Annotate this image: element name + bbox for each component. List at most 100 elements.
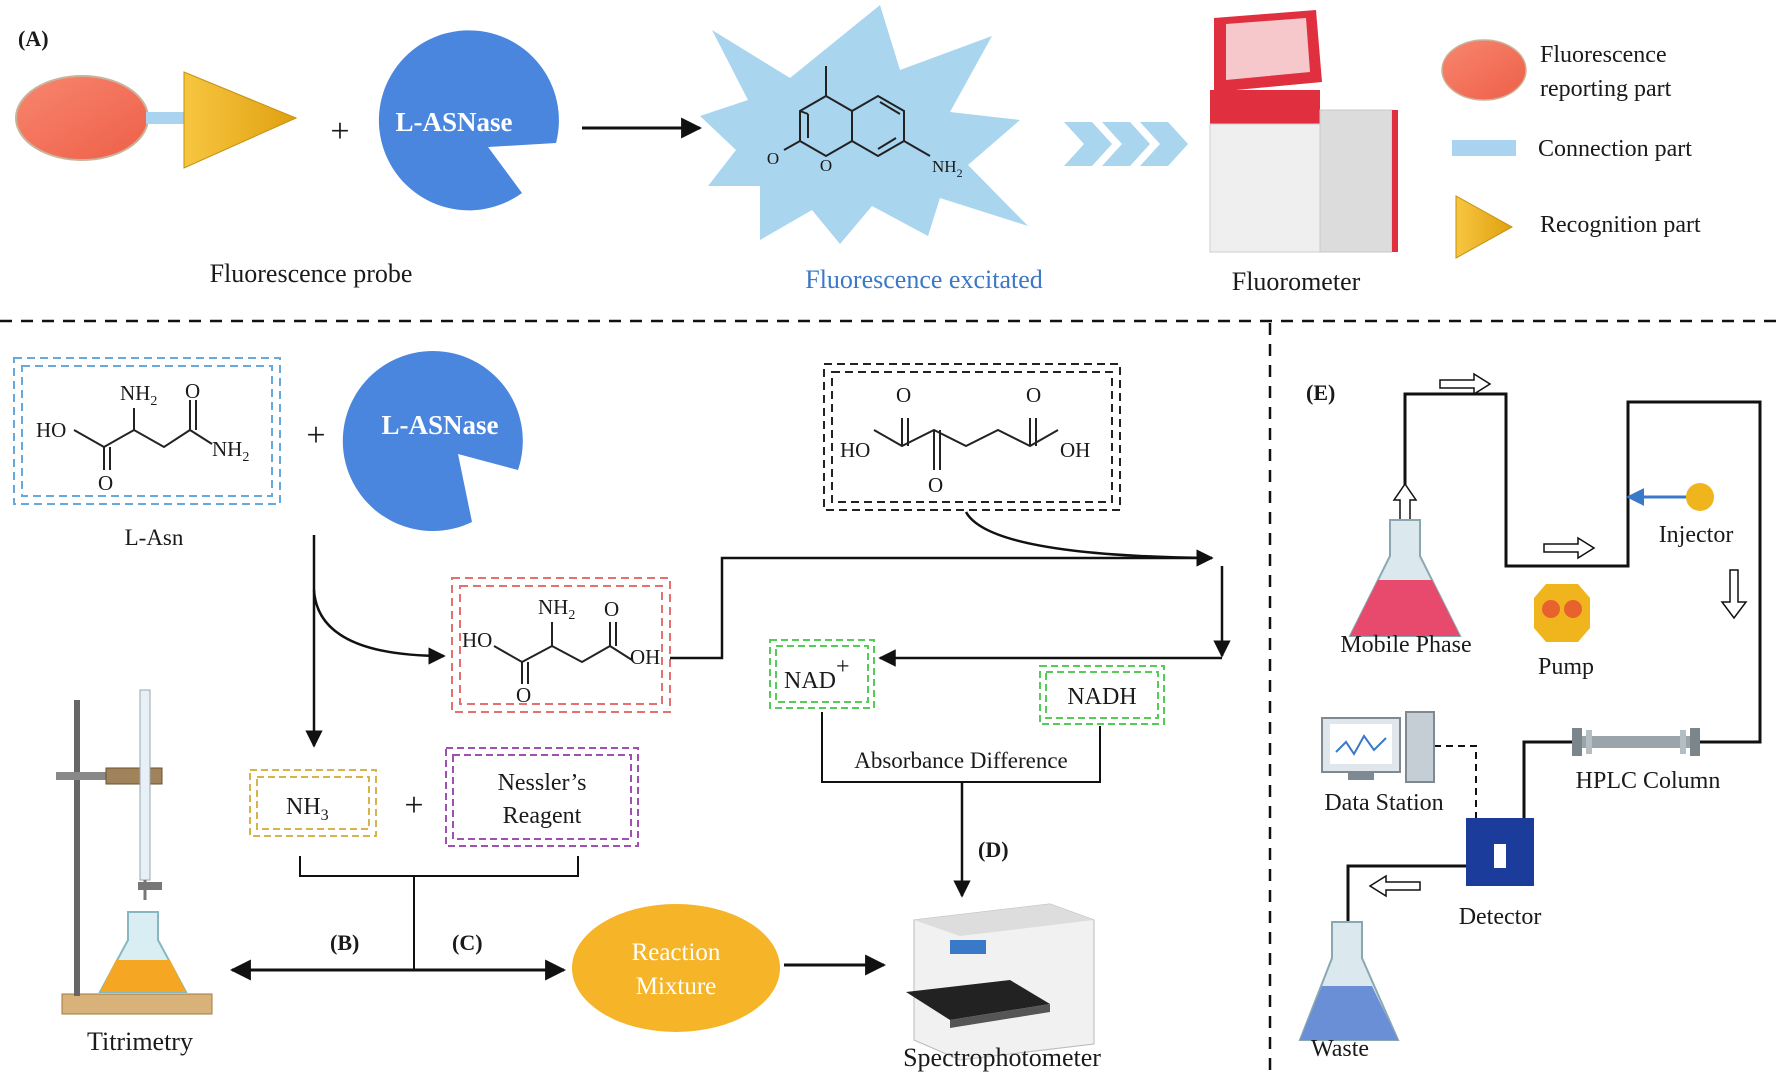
data-cable <box>1434 745 1477 840</box>
panel-label-c: (C) <box>452 930 483 955</box>
fluorometer-caption: Fluorometer <box>1232 267 1361 296</box>
nadh-label: NADH <box>1067 684 1136 710</box>
pump-label: Pump <box>1538 654 1594 680</box>
aspartate-box-outer <box>451 577 671 713</box>
l-asn-amide: NH2 <box>212 437 249 465</box>
aspartate-oh: OH <box>630 645 660 669</box>
chevron-arrows-icon <box>1064 122 1188 166</box>
reaction-mixture-label-2: Mixture <box>636 973 717 1000</box>
l-asn-o-bottom: O <box>98 471 113 495</box>
waste-label: Waste <box>1311 1036 1369 1062</box>
nessler-box-outer <box>445 747 639 847</box>
aspartate-ho: HO <box>462 628 492 652</box>
spectrophotometer-caption: Spectrophotometer <box>903 1043 1101 1072</box>
reaction-mixture-label-1: Reaction <box>632 939 721 966</box>
pump-icon <box>1534 584 1590 642</box>
panel-label-d: (D) <box>978 837 1009 862</box>
reaction-mixture-icon <box>572 904 780 1032</box>
data-station-label: Data Station <box>1324 790 1443 816</box>
legend-label-fluorescence-1: Fluorescence <box>1540 42 1667 68</box>
nad-box-inner <box>775 645 869 703</box>
hplc-column-icon <box>1572 728 1700 756</box>
l-asnase-label-a: L-ASNase <box>395 107 512 137</box>
legend-label-connection: Connection part <box>1538 136 1692 162</box>
l-asn-nh2: NH2 <box>120 381 157 409</box>
mobile-phase-label: Mobile Phase <box>1340 632 1471 658</box>
aspartate-nh2: NH2 <box>538 595 575 623</box>
l-asn-ho: HO <box>36 418 66 442</box>
fluorescence-burst-icon <box>700 5 1028 244</box>
injector-label: Injector <box>1659 522 1734 548</box>
absorbance-label: Absorbance Difference <box>854 748 1068 773</box>
aspartate-o-bottom: O <box>516 683 531 707</box>
ketoglutarate-box-inner <box>831 371 1113 503</box>
detector-icon <box>1466 818 1534 886</box>
l-asn-box-inner <box>21 365 273 497</box>
nh3-box-inner <box>256 776 370 830</box>
aspartate-structure <box>493 622 633 684</box>
ketoglutarate-oh: OH <box>1060 438 1090 462</box>
coumarin-carbonyl-o: O <box>767 149 779 168</box>
coumarin-ring-o: O <box>820 156 832 175</box>
nh3-nessler-bracket <box>299 856 579 877</box>
nh3-box-outer <box>249 769 377 837</box>
nessler-label-2: Reagent <box>503 803 582 829</box>
nad-label: NAD+ <box>784 654 850 694</box>
absorbance-label-bg <box>826 742 1096 776</box>
spectrophotometer-icon <box>906 903 1095 1061</box>
panel-label-b: (B) <box>330 930 359 955</box>
panel-label-e: (E) <box>1306 380 1335 405</box>
arrow-to-aspartate <box>312 589 446 665</box>
l-asnase-label-b: L-ASNase <box>381 410 498 440</box>
nadh-box-inner <box>1045 671 1159 719</box>
coumarin-structure <box>783 66 931 158</box>
waste-flask-icon <box>1298 921 1400 1041</box>
ketoglutarate-o-left: O <box>896 383 911 407</box>
ketoglutarate-box-outer <box>823 363 1121 511</box>
fluorescence-probe-icon <box>15 71 298 169</box>
l-asn-box-outer <box>13 357 281 505</box>
plus-sign-c: + <box>404 787 423 824</box>
arrow-ketoglutarate-to-junction <box>964 511 1213 560</box>
fluorometer-icon <box>1209 10 1398 253</box>
l-asn-caption: L-Asn <box>125 525 184 550</box>
ketoglutarate-ho: HO <box>840 438 870 462</box>
nadh-box-outer <box>1039 665 1165 725</box>
nh3-label: NH3 <box>286 794 329 824</box>
injector-icon <box>1686 483 1714 511</box>
panel-label-a: (A) <box>18 26 49 51</box>
aspartate-box-inner <box>459 585 663 705</box>
ketoglutarate-structure <box>873 418 1059 470</box>
l-asn-structure <box>73 400 213 470</box>
nessler-label-1: Nessler’s <box>498 770 587 796</box>
arrow-aspartate-to-junction <box>670 549 1214 660</box>
detector-label: Detector <box>1459 904 1542 930</box>
probe-caption: Fluorescence probe <box>210 259 413 288</box>
tubing-to-detector <box>1522 740 1576 826</box>
nad-box-outer <box>769 639 875 709</box>
l-asnase-enzyme-icon-b <box>342 350 523 531</box>
plus-sign-a: + <box>330 113 349 150</box>
legend-fluorescence-icon <box>1441 39 1527 101</box>
tubing-to-waste <box>1346 864 1466 926</box>
ketoglutarate-o-right: O <box>1026 383 1041 407</box>
legend: Fluorescence reporting part Connection p… <box>1441 39 1701 259</box>
legend-recognition-icon <box>1455 195 1514 259</box>
nessler-box-inner <box>452 754 632 840</box>
aspartate-o-top: O <box>604 597 619 621</box>
l-asnase-enzyme-icon <box>378 30 559 211</box>
coumarin-amine: NH2 <box>932 157 963 180</box>
excited-caption: Fluorescence excitated <box>805 265 1043 294</box>
titrimetry-apparatus-icon <box>56 689 213 1015</box>
legend-label-recognition: Recognition part <box>1540 212 1701 238</box>
legend-connection-icon <box>1452 140 1516 156</box>
mobile-phase-flask-icon <box>1348 519 1462 637</box>
hplc-tubing <box>1403 392 1762 744</box>
ketoglutarate-o-bottom: O <box>928 473 943 497</box>
hplc-column-label: HPLC Column <box>1576 768 1721 794</box>
titrimetry-caption: Titrimetry <box>87 1027 193 1056</box>
l-asn-o-top: O <box>185 379 200 403</box>
data-station-icon <box>1321 711 1435 783</box>
plus-sign-b: + <box>306 417 325 454</box>
